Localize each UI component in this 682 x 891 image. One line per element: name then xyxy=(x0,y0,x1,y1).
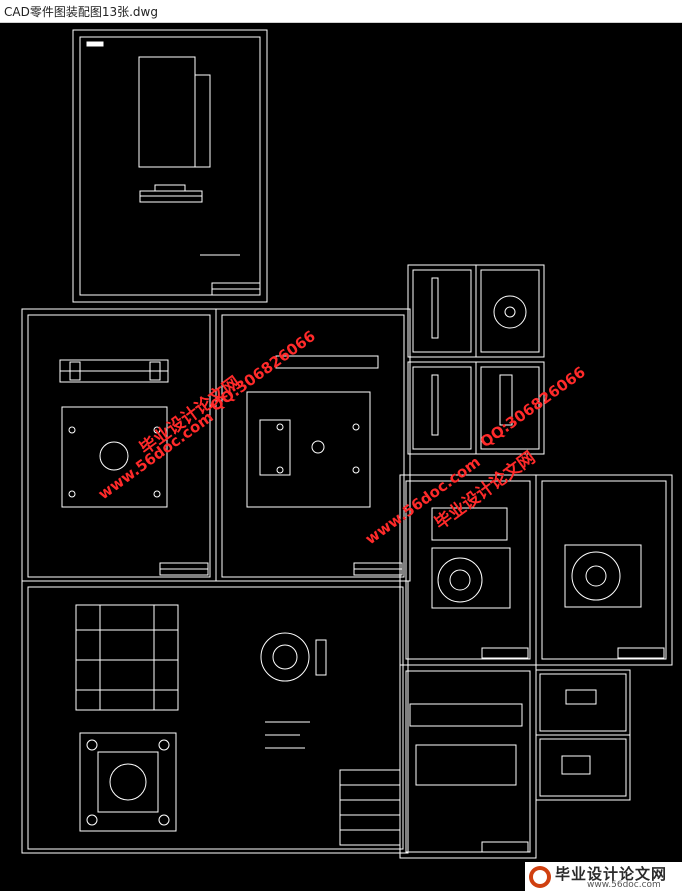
drawing-sheets: QQ:306826066 毕业设计论文网 www.56doc.com QQ:30… xyxy=(21,29,673,859)
sheet-5[interactable] xyxy=(535,474,673,666)
window-titlebar[interactable]: CAD零件图装配图13张.dwg xyxy=(0,0,682,23)
watermark-url-left: www.56doc.com xyxy=(95,408,217,503)
sheet-small-2[interactable] xyxy=(475,264,545,358)
sheet-small-3[interactable] xyxy=(407,361,477,455)
footer-site-url: www.56doc.com xyxy=(587,880,661,890)
site-logo-icon xyxy=(529,866,551,888)
sheet-assembly[interactable] xyxy=(21,580,409,854)
sheet-small-4[interactable] xyxy=(475,361,545,455)
sheet-6[interactable] xyxy=(399,664,537,859)
sheet-1[interactable] xyxy=(72,29,268,303)
cad-canvas[interactable]: QQ:306826066 毕业设计论文网 www.56doc.com QQ:30… xyxy=(0,23,682,891)
sheet-7[interactable] xyxy=(535,669,631,736)
sheet-2[interactable] xyxy=(21,308,217,582)
sheet-8[interactable] xyxy=(535,734,631,801)
watermark-qq-right: QQ:306826066 xyxy=(477,363,589,451)
sheet-small-1[interactable] xyxy=(407,264,477,358)
window-title: CAD零件图装配图13张.dwg xyxy=(4,5,158,19)
footer-site-title: 毕业设计论文网 xyxy=(555,865,668,883)
site-footer-logo: 毕业设计论文网 www.56doc.com xyxy=(525,862,682,891)
